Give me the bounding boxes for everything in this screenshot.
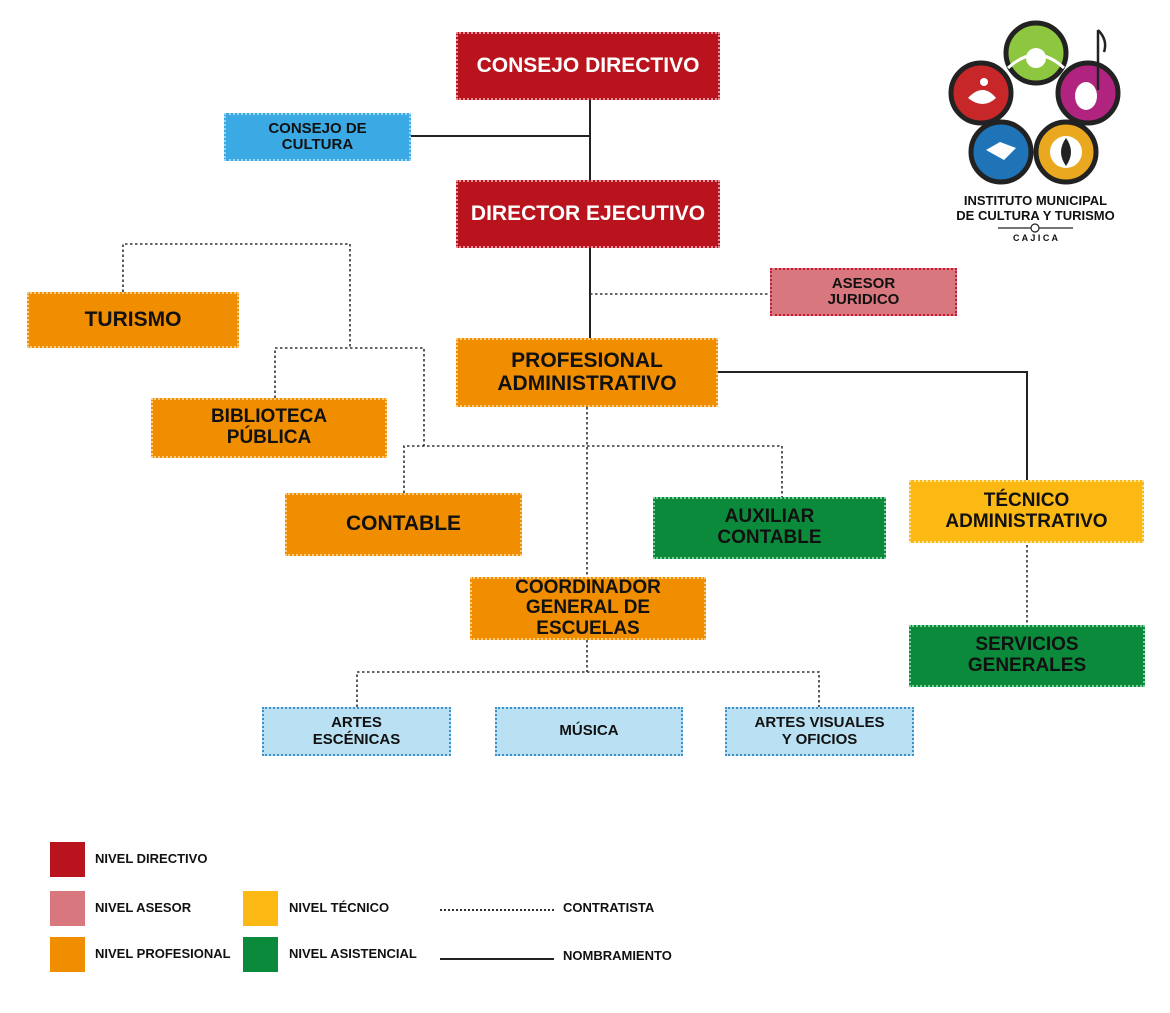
logo-city: C A J I C A — [1012, 233, 1058, 243]
box-biblioteca-publica: BIBLIOTECA PÚBLICA — [151, 398, 387, 458]
legend-swatch-asistencial — [243, 937, 278, 972]
logo-circles — [948, 20, 1121, 185]
box-artes-visuales: ARTES VISUALES Y OFICIOS — [725, 707, 914, 756]
institute-logo: INSTITUTO MUNICIPAL DE CULTURA Y TURISMO… — [938, 20, 1133, 245]
legend-swatch-directivo — [50, 842, 85, 877]
line-profesional-tecnico — [718, 371, 1028, 480]
line-contable-auxiliar — [403, 445, 783, 497]
box-contable: CONTABLE — [285, 493, 522, 556]
box-consejo-cultura: CONSEJO DE CULTURA — [224, 113, 411, 161]
logo-divider — [998, 223, 1073, 233]
legend-swatch-asesor — [50, 891, 85, 926]
legend-dotted-line — [440, 909, 554, 911]
line-escuelas — [356, 671, 820, 707]
solid-connectors — [411, 100, 1028, 480]
line-biblioteca — [274, 347, 425, 446]
box-auxiliar-contable: AUXILIAR CONTABLE — [653, 497, 886, 559]
legend-label-directivo: NIVEL DIRECTIVO — [95, 851, 208, 866]
box-director-ejecutivo: DIRECTOR EJECUTIVO — [456, 180, 720, 248]
logo-title-line-2: DE CULTURA Y TURISMO — [956, 208, 1115, 223]
box-turismo: TURISMO — [27, 292, 239, 348]
line-turismo — [122, 243, 351, 348]
box-coordinador-general: COORDINADOR GENERAL DE ESCUELAS — [470, 577, 706, 640]
legend-solid-line — [440, 958, 554, 960]
legend-label-asistencial: NIVEL ASISTENCIAL — [289, 946, 417, 961]
box-artes-escenicas: ARTES ESCÉNICAS — [262, 707, 451, 756]
box-asesor-juridico: ASESOR JURIDICO — [770, 268, 957, 316]
box-consejo-directivo: CONSEJO DIRECTIVO — [456, 32, 720, 100]
legend-label-tecnico: NIVEL TÉCNICO — [289, 900, 390, 915]
legend-label-profesional: NIVEL PROFESIONAL — [95, 946, 231, 961]
legend-label-asesor: NIVEL ASESOR — [95, 900, 192, 915]
box-tecnico-administrativo: TÉCNICO ADMINISTRATIVO — [909, 480, 1144, 543]
legend-swatch-profesional — [50, 937, 85, 972]
legend-swatch-tecnico — [243, 891, 278, 926]
logo-title-line-1: INSTITUTO MUNICIPAL — [963, 193, 1108, 208]
box-musica: MÚSICA — [495, 707, 683, 756]
box-profesional-administrativo: PROFESIONAL ADMINISTRATIVO — [456, 338, 718, 407]
legend-label-contratista: CONTRATISTA — [563, 900, 655, 915]
box-servicios-generales: SERVICIOS GENERALES — [909, 625, 1145, 687]
dotted-connectors — [122, 243, 1028, 707]
legend-label-nombramiento: NOMBRAMIENTO — [563, 948, 672, 963]
